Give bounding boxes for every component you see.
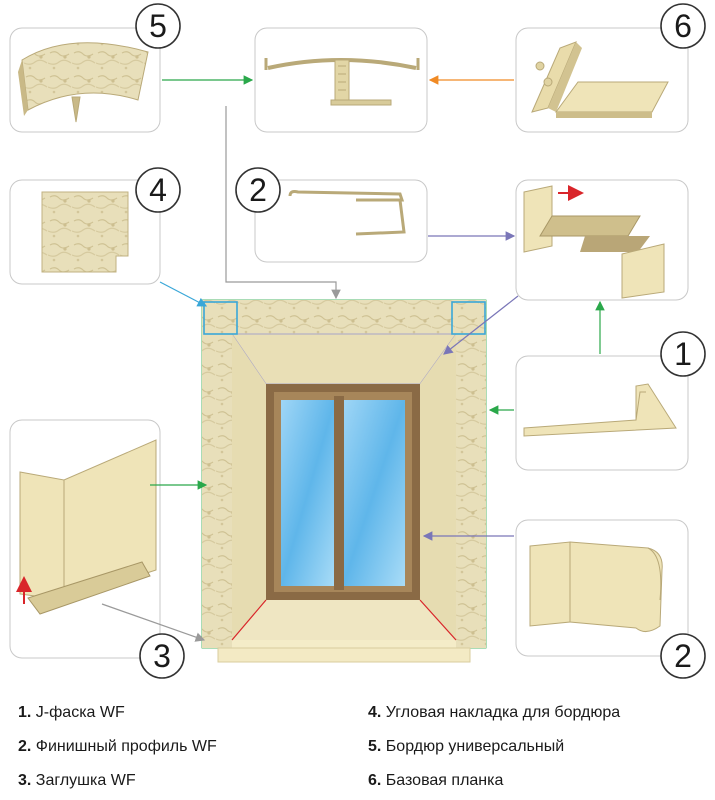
panel-3-end-cap [9,419,161,659]
panel-2-finish-profile-bottom [515,519,689,657]
callout-number: 6 [674,8,692,44]
callout-2b: 2 [660,633,706,679]
legend: 1. J-фаска WF 2. Финишный профиль WF 3. … [0,690,715,800]
panel-6-base-strip [515,27,689,133]
callout-3: 3 [139,633,185,679]
legend-item-1: 1. J-фаска WF [18,704,125,721]
legend-item-3: 3. Заглушка WF [18,772,136,789]
callout-number: 3 [153,638,171,674]
legend-item-4: 4. Угловая накладка для бордюра [368,704,621,721]
panel-1-j-chamfer [515,355,689,471]
legend-item-2: 2. Финишный профиль WF [18,738,217,755]
panel-2-finish-profile-top [254,179,428,263]
callout-number: 4 [149,172,167,208]
window-finishing-diagram: 5 6 4 2 1 3 2 [9,3,706,679]
callout-circles: 5 6 4 2 1 3 2 [135,3,706,679]
window-opening [201,299,487,663]
panel-assembly [515,179,689,301]
legend-item-6: 6. Базовая планка [368,772,504,789]
callout-2a: 2 [235,167,281,213]
panel-4-corner-cover [9,179,161,285]
callout-4: 4 [135,167,181,213]
callout-number: 2 [674,638,692,674]
callout-6: 6 [660,3,706,49]
legend-item-5: 5. Бордюр универсальный [368,738,565,755]
panel-5-border-universal [9,27,161,133]
callout-5: 5 [135,3,181,49]
callout-number: 1 [674,336,692,372]
callout-number: 2 [249,172,267,208]
arrows [101,75,605,642]
panel-top-profile [254,27,428,133]
callout-number: 5 [149,8,167,44]
callout-1: 1 [660,331,706,377]
